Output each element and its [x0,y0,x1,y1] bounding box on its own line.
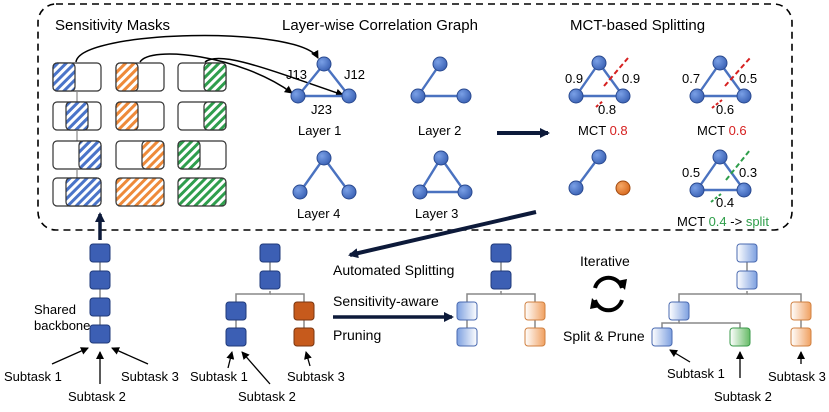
backbone-subtask3: Subtask 3 [121,369,179,384]
shared-backbone-label-1: Shared [34,302,76,317]
correlation-graph-title: Layer-wise Correlation Graph [282,17,478,34]
backbone-subtask1: Subtask 1 [4,369,62,384]
mask-to-graph-arrows [75,34,344,97]
split-subtask3: Subtask 3 [287,369,345,384]
mct-graph-b [689,55,752,109]
layer4-graph [292,150,357,200]
split-subtask2: Subtask 2 [238,389,296,404]
mct-c-caption: MCT 0.4 -> split [677,214,769,229]
final-subtask1: Subtask 1 [667,366,725,381]
mask-column-orange [115,62,165,207]
mask-column-green [177,62,227,207]
layer2-graph [410,56,472,104]
mct-c-left: 0.5 [682,165,700,180]
shared-backbone [89,243,111,344]
label-j12: J12 [344,67,365,82]
top-dashed-container [37,3,793,231]
mct-splitting-title: MCT-based Splitting [570,17,705,34]
pruning-label: Pruning [333,327,381,343]
label-j23: J23 [311,102,332,117]
label-layer1: Layer 1 [298,123,341,138]
mct-a-caption: MCT 0.8 [578,123,628,138]
shared-backbone-label-2: backbone [34,318,90,333]
mct-graph-a [568,55,631,108]
mct-split-result [568,149,631,196]
mct-c-right: 0.3 [739,165,757,180]
mct-b-caption: MCT 0.6 [697,123,747,138]
sensitivity-masks-title: Sensitivity Masks [55,17,170,34]
layer3-graph [412,150,473,200]
mct-b-bottom: 0.6 [716,102,734,117]
split-prune-label: Split & Prune [563,328,645,344]
mct-b-right: 0.5 [739,71,757,86]
label-j13: J13 [286,67,307,82]
split-tree [225,243,315,347]
mct-graph-c [689,149,752,203]
final-subtask-arrows [669,349,805,378]
mct-b-left: 0.7 [682,71,700,86]
pruned-tree [456,243,546,347]
split-subtask-arrows [226,351,312,385]
label-layer4: Layer 4 [297,206,340,221]
backbone-subtask2: Subtask 2 [68,389,126,404]
split-subtask1: Subtask 1 [190,369,248,384]
mct-c-bottom: 0.4 [716,195,734,210]
final-subtask2: Subtask 2 [714,389,772,404]
automated-splitting-label: Automated Splitting [333,262,454,278]
mct-a-left: 0.9 [565,71,583,86]
label-layer3: Layer 3 [415,206,458,221]
final-tree [651,243,812,347]
final-subtask3: Subtask 3 [768,369,826,384]
layer1-graph [290,56,357,104]
sensitivity-aware-label: Sensitivity-aware [333,293,439,309]
mct-a-right: 0.9 [622,71,640,86]
backbone-subtask-arrows [51,347,149,384]
label-layer2: Layer 2 [418,123,461,138]
cycle-icon [590,275,627,313]
mask-column-blue [52,62,102,207]
mct-to-splitting-arrow [348,210,537,259]
mct-a-bottom: 0.8 [598,102,616,117]
iterative-label: Iterative [580,253,630,269]
